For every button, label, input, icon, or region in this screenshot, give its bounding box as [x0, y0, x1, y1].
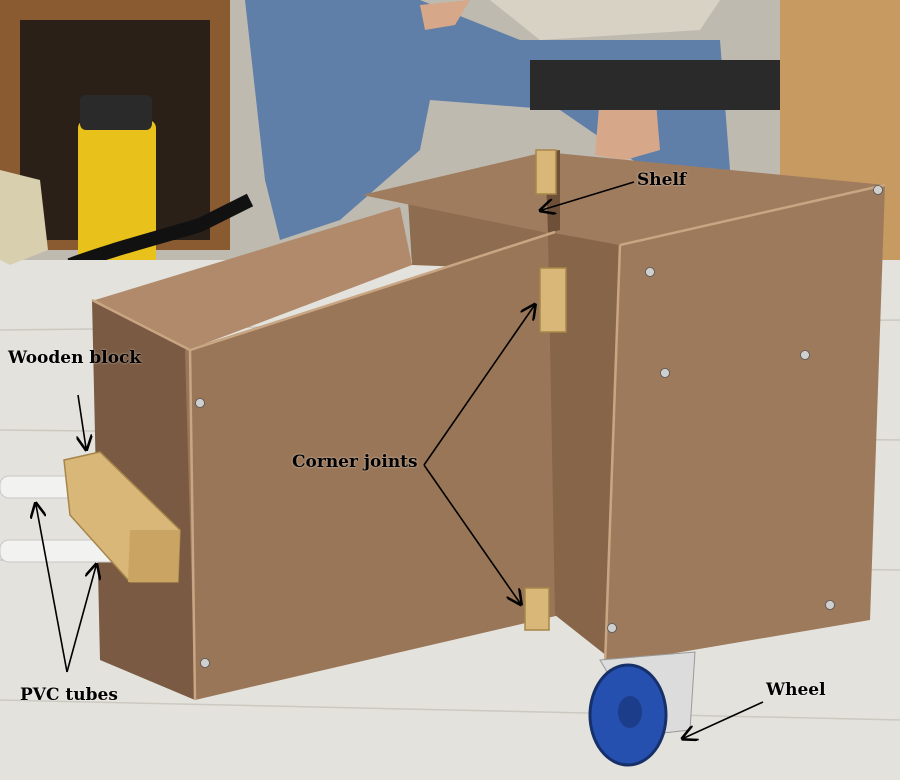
- arrow-corner-joint-top: [423, 306, 534, 466]
- corner-joints-label: Corner joints: [292, 452, 418, 472]
- front-left-panel: [185, 232, 560, 700]
- wheel-label: Wheel: [766, 680, 826, 700]
- vacuum-hose: [67, 193, 254, 272]
- wooden-block-label: Wooden block: [8, 348, 142, 368]
- shelf-joint-block: [535, 149, 557, 195]
- arrow-wooden-block: [78, 394, 86, 448]
- arrow-corner-joint-bottom: [423, 464, 520, 603]
- arrow-pvc-lower: [66, 566, 96, 673]
- yellow-vacuum: [78, 120, 156, 270]
- wooden-block-front: [128, 530, 180, 582]
- bag: [0, 170, 48, 265]
- wheel-hub: [618, 696, 642, 728]
- shelf-label: Shelf: [637, 170, 687, 190]
- corner-joint-block-top: [539, 267, 567, 333]
- corner-joint-block-bottom: [524, 587, 550, 631]
- back-panel-left: [95, 207, 412, 350]
- back-panel-right: [362, 152, 885, 245]
- panel-edges: [91, 183, 886, 701]
- person-shirt: [490, 0, 720, 40]
- screws: [195, 185, 883, 668]
- arrow-shelf: [542, 181, 635, 210]
- arrow-wheel: [684, 701, 764, 738]
- corner-divider: [548, 232, 620, 660]
- chair-seat: [530, 60, 780, 110]
- annotation-arrows: [36, 181, 764, 738]
- arrow-pvc-upper: [36, 505, 68, 673]
- person-hand-left: [420, 0, 470, 30]
- vacuum-top: [80, 95, 152, 130]
- front-right-panel: [605, 185, 885, 665]
- pvc-tubes-label: PVC tubes: [20, 685, 118, 705]
